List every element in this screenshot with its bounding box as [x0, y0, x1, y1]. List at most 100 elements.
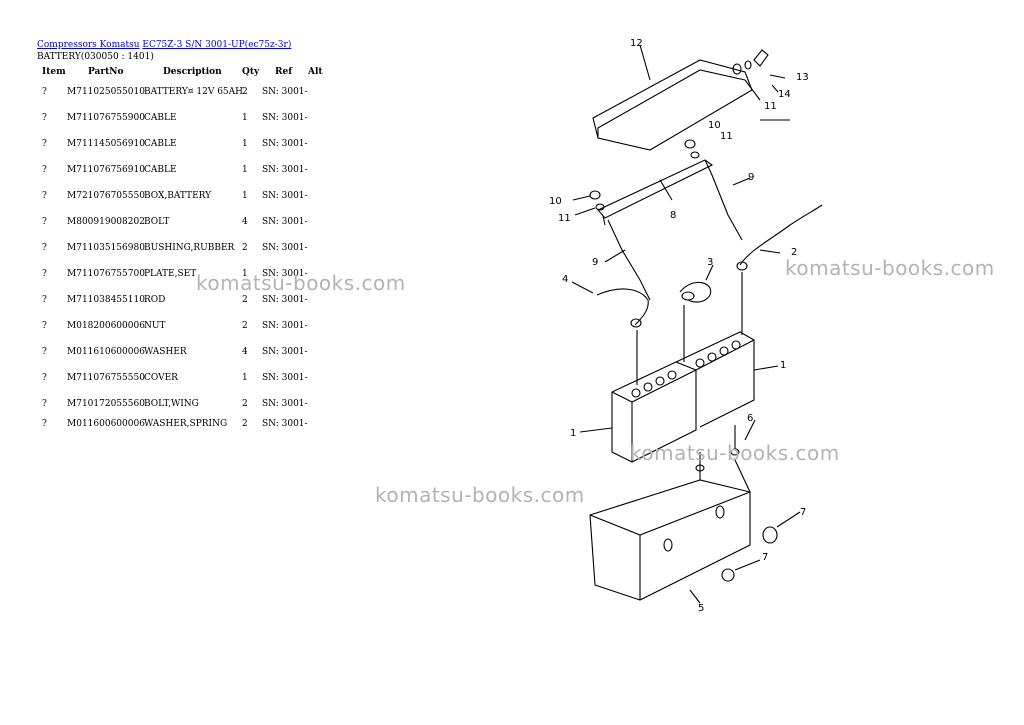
- breadcrumb-link-compressors[interactable]: Compressors Komatsu: [37, 40, 140, 50]
- cell-description: BOLT: [144, 217, 170, 227]
- column-header-item: Item: [42, 67, 66, 77]
- cell-qty: 2: [242, 243, 248, 253]
- cell-partno: M011600600006: [67, 419, 145, 429]
- cell-description: WASHER,SPRING: [144, 419, 228, 429]
- watermark-text: komatsu-books.com: [196, 271, 406, 295]
- watermark-text: komatsu-books.com: [630, 441, 840, 465]
- cell-item: ?: [42, 243, 47, 253]
- column-header-qty: Qty: [242, 67, 260, 77]
- cell-qty: 2: [242, 419, 248, 429]
- cell-ref: SN: 3001-: [262, 217, 308, 227]
- cell-description: CABLE: [144, 139, 177, 149]
- callout-11-left: 11: [558, 213, 571, 224]
- cell-item: ?: [42, 399, 47, 409]
- cell-item: ?: [42, 373, 47, 383]
- cell-qty: 1: [242, 113, 248, 123]
- table-row: ? M711035156980 BUSHING,RUBBER 2 SN: 300…: [0, 242, 330, 254]
- cell-ref: SN: 3001-: [262, 269, 308, 279]
- diagram-linework: [571, 44, 823, 604]
- cell-partno: M711038455110: [67, 295, 145, 305]
- cell-qty: 2: [242, 295, 248, 305]
- cell-item: ?: [42, 321, 47, 331]
- cell-partno: M711076755550: [67, 373, 145, 383]
- cell-item: ?: [42, 165, 47, 175]
- callout-2: 2: [791, 247, 797, 258]
- cell-ref: SN: 3001-: [262, 87, 308, 97]
- table-row: ? M711025055010 BATTERY¤ 12V 65AH 2 SN: …: [0, 86, 330, 98]
- table-row: ? M018200600006 NUT 2 SN: 3001-: [0, 320, 330, 332]
- cell-ref: SN: 3001-: [262, 139, 308, 149]
- cell-qty: 1: [242, 165, 248, 175]
- callout-9-left: 9: [592, 257, 598, 268]
- cell-partno: M721076705550: [67, 191, 145, 201]
- cell-item: ?: [42, 113, 47, 123]
- table-row: ? M710172055560 BOLT,WING 2 SN: 3001-: [0, 398, 330, 410]
- cell-item: ?: [42, 87, 47, 97]
- cell-ref: SN: 3001-: [262, 419, 308, 429]
- cell-description: COVER: [144, 373, 178, 383]
- callout-4: 4: [562, 274, 568, 285]
- cell-qty: 4: [242, 217, 248, 227]
- cell-description: CABLE: [144, 165, 177, 175]
- cell-qty: 1: [242, 191, 248, 201]
- cell-partno: M711076756910: [67, 165, 145, 175]
- cell-description: PLATE,SET: [144, 269, 197, 279]
- callout-7-lower: 7: [762, 552, 768, 563]
- column-header-ref: Ref: [275, 67, 293, 77]
- callout-3: 3: [707, 257, 713, 268]
- cell-description: BATTERY¤ 12V 65AH: [144, 87, 244, 97]
- cell-partno: M018200600006: [67, 321, 145, 331]
- cell-qty: 2: [242, 87, 248, 97]
- cell-qty: 1: [242, 139, 248, 149]
- table-row: ? M711145056910 CABLE 1 SN: 3001-: [0, 138, 330, 150]
- callout-8: 8: [670, 210, 676, 221]
- callout-1-left: 1: [570, 428, 576, 439]
- table-row: ? M711076755900 CABLE 1 SN: 3001-: [0, 112, 330, 124]
- callout-10-upper: 10: [708, 120, 721, 131]
- cell-item: ?: [42, 295, 47, 305]
- table-row: ? M011610600006 WASHER 4 SN: 3001-: [0, 346, 330, 358]
- cell-qty: 1: [242, 373, 248, 383]
- cell-description: BOLT,WING: [144, 399, 199, 409]
- cell-description: BUSHING,RUBBER: [144, 243, 235, 253]
- callout-7-upper: 7: [800, 507, 806, 518]
- callout-11-upper: 11: [720, 131, 733, 142]
- battery-parts-diagram: 12 13 14 11 10 11 9 10 11 8 2 9 3 4 1 1 …: [549, 38, 823, 614]
- cell-description: CABLE: [144, 113, 177, 123]
- callout-5: 5: [698, 603, 704, 614]
- cell-partno: M711145056910: [67, 139, 145, 149]
- cell-qty: 4: [242, 347, 248, 357]
- cell-partno: M711076755700: [67, 269, 145, 279]
- cell-partno: M710172055560: [67, 399, 145, 409]
- callout-13: 13: [796, 72, 809, 83]
- cell-partno: M011610600006: [67, 347, 145, 357]
- watermark-text: komatsu-books.com: [375, 483, 585, 507]
- cell-item: ?: [42, 139, 47, 149]
- cell-description: NUT: [144, 321, 166, 331]
- callout-14: 14: [778, 89, 791, 100]
- cell-ref: SN: 3001-: [262, 399, 308, 409]
- cell-item: ?: [42, 269, 47, 279]
- cell-description: BOX,BATTERY: [144, 191, 212, 201]
- cell-partno: M800919008202: [67, 217, 145, 227]
- cell-partno: M711025055010: [67, 87, 145, 97]
- callout-12: 12: [630, 38, 643, 49]
- cell-description: ROD: [144, 295, 166, 305]
- table-row: ? M711076755550 COVER 1 SN: 3001-: [0, 372, 330, 384]
- table-row: ? M711038455110 ROD 2 SN: 3001-: [0, 294, 330, 306]
- table-row: ? M711076755700 PLATE,SET 1 SN: 3001-: [0, 268, 330, 280]
- callout-9-right: 9: [748, 172, 754, 183]
- breadcrumb: Compressors Komatsu EC75Z-3 S/N 3001-UP(…: [37, 40, 291, 51]
- cell-qty: 1: [242, 269, 248, 279]
- cell-partno: M711076755900: [67, 113, 145, 123]
- table-row: ? M800919008202 BOLT 4 SN: 3001-: [0, 216, 330, 228]
- cell-item: ?: [42, 191, 47, 201]
- cell-ref: SN: 3001-: [262, 295, 308, 305]
- callout-6: 6: [747, 413, 753, 424]
- cell-ref: SN: 3001-: [262, 165, 308, 175]
- cell-item: ?: [42, 419, 47, 429]
- column-header-description: Description: [163, 67, 222, 77]
- breadcrumb-link-model[interactable]: EC75Z-3 S/N 3001-UP(ec75z-3r): [142, 40, 292, 50]
- cell-ref: SN: 3001-: [262, 347, 308, 357]
- cell-item: ?: [42, 347, 47, 357]
